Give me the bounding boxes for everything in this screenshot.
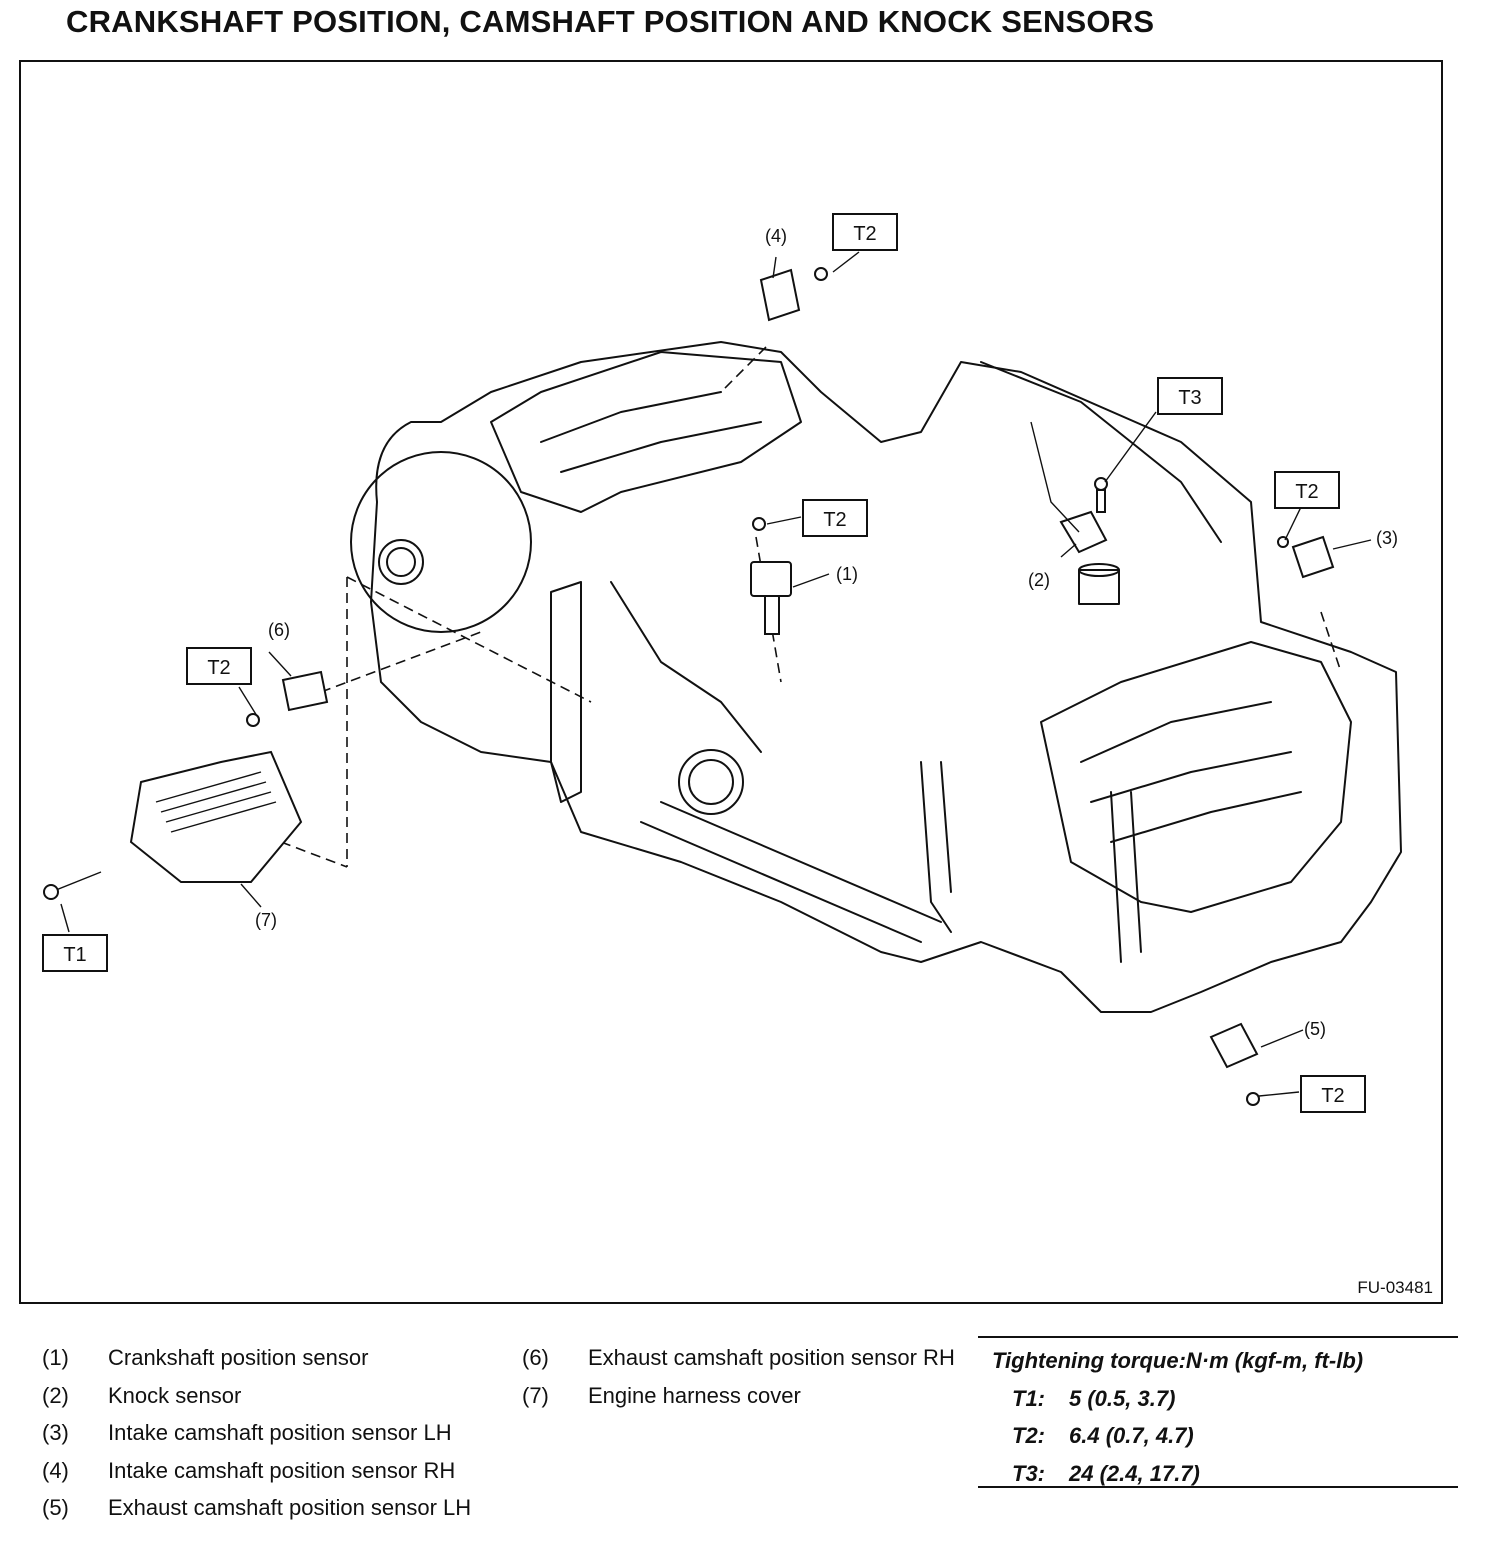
knock-sensor-2 <box>1059 510 1108 554</box>
callout-5: (5) <box>1304 1019 1326 1039</box>
callout-3: (3) <box>1376 528 1398 548</box>
page-title: CRANKSHAFT POSITION, CAMSHAFT POSITION A… <box>66 4 1155 39</box>
legend-item: (1)Crankshaft position sensor <box>42 1345 369 1370</box>
valve-cover-rh <box>490 351 802 513</box>
callout-7: (7) <box>255 910 277 930</box>
intake-cam-sensor-rh-4 <box>759 268 801 322</box>
legend-item: (2)Knock sensor <box>42 1382 242 1408</box>
intake-cam-sensor-lh-3 <box>1291 535 1335 579</box>
legend-item: (7)Engine harness cover <box>522 1382 801 1408</box>
engine-block-outline <box>370 341 1402 1013</box>
torque-tag-t2-top: T2 <box>853 223 876 245</box>
torque-tag-t3: T3 <box>1178 387 1201 409</box>
torque-row: T1:5 (0.5, 3.7) <box>1012 1385 1176 1411</box>
exhaust-cam-sensor-rh-6 <box>281 670 329 712</box>
torque-table: Tightening torque:N·m (kgf-m, ft-lb) T1:… <box>978 1336 1458 1488</box>
legend-item: (4)Intake camshaft position sensor RH <box>42 1457 456 1483</box>
torque-tag-t1: T1 <box>63 944 86 966</box>
torque-tag-t2-right: T2 <box>1295 481 1318 503</box>
valve-cover-lh <box>1040 641 1352 913</box>
callout-1: (1) <box>836 564 858 584</box>
callout-6: (6) <box>268 620 290 640</box>
legend-left: (1)Crankshaft position sensor (2)Knock s… <box>42 1343 512 1531</box>
engine-harness-cover-7 <box>129 750 303 883</box>
torque-tag-t2-bottom: T2 <box>1321 1085 1344 1107</box>
figure-id: FU-03481 <box>1357 1278 1433 1297</box>
torque-row: T2:6.4 (0.7, 4.7) <box>1012 1423 1194 1448</box>
crankshaft-sensor-1 <box>750 561 792 597</box>
legend-item: (3)Intake camshaft position sensor LH <box>42 1420 452 1445</box>
torque-heading: Tightening torque:N·m (kgf-m, ft-lb) <box>992 1348 1364 1373</box>
torque-tag-t2-mid: T2 <box>823 509 846 531</box>
callout-4: (4) <box>765 226 787 246</box>
legend-item: (6)Exhaust camshaft position sensor RH <box>522 1345 955 1370</box>
exhaust-cam-sensor-lh-5 <box>1209 1022 1259 1069</box>
torque-row: T3:24 (2.4, 17.7) <box>1012 1460 1200 1486</box>
legend-right: (6)Exhaust camshaft position sensor RH (… <box>522 1343 972 1418</box>
callout-2: (2) <box>1028 570 1050 590</box>
timing-pulley-cover <box>350 451 532 633</box>
diagram-frame: T2 T2 T3 T2 T2 T1 T2 (4) (1) (2) (3) (6)… <box>19 60 1443 1304</box>
torque-tag-t2-left: T2 <box>207 657 230 679</box>
legend-item: (5)Exhaust camshaft position sensor LH <box>42 1495 472 1520</box>
engine-diagram: T2 T2 T3 T2 T2 T1 T2 (4) (1) (2) (3) (6)… <box>42 213 1402 1113</box>
